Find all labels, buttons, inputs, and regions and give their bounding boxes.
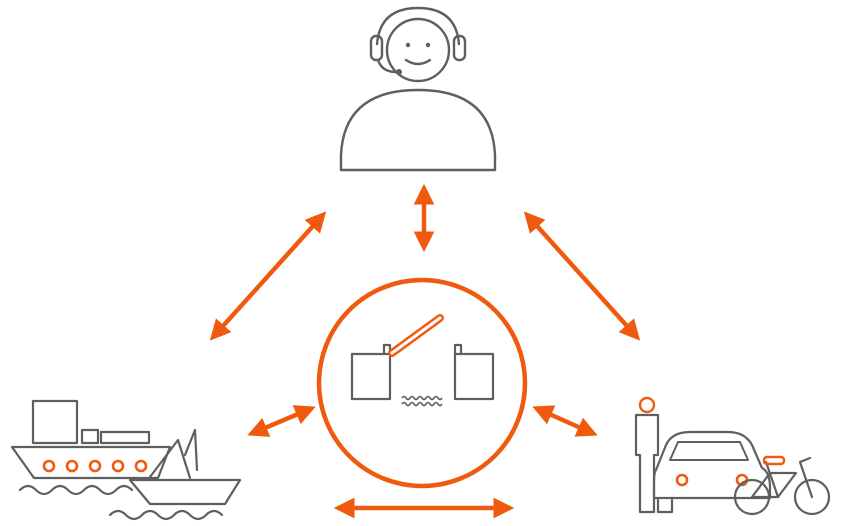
arrow-bridge-vessels [247,405,316,437]
bascule-bridge-icon [316,277,528,489]
ships-icon [10,399,242,521]
arrow-operator-vessels [209,211,327,341]
operator-headset-icon [339,6,497,172]
arrow-operator-road-users [523,211,641,341]
arrow-bridge-road-users [532,405,598,437]
porthole-icons [42,459,148,473]
connection-arrows [209,183,641,519]
road-users-icon [634,396,831,516]
